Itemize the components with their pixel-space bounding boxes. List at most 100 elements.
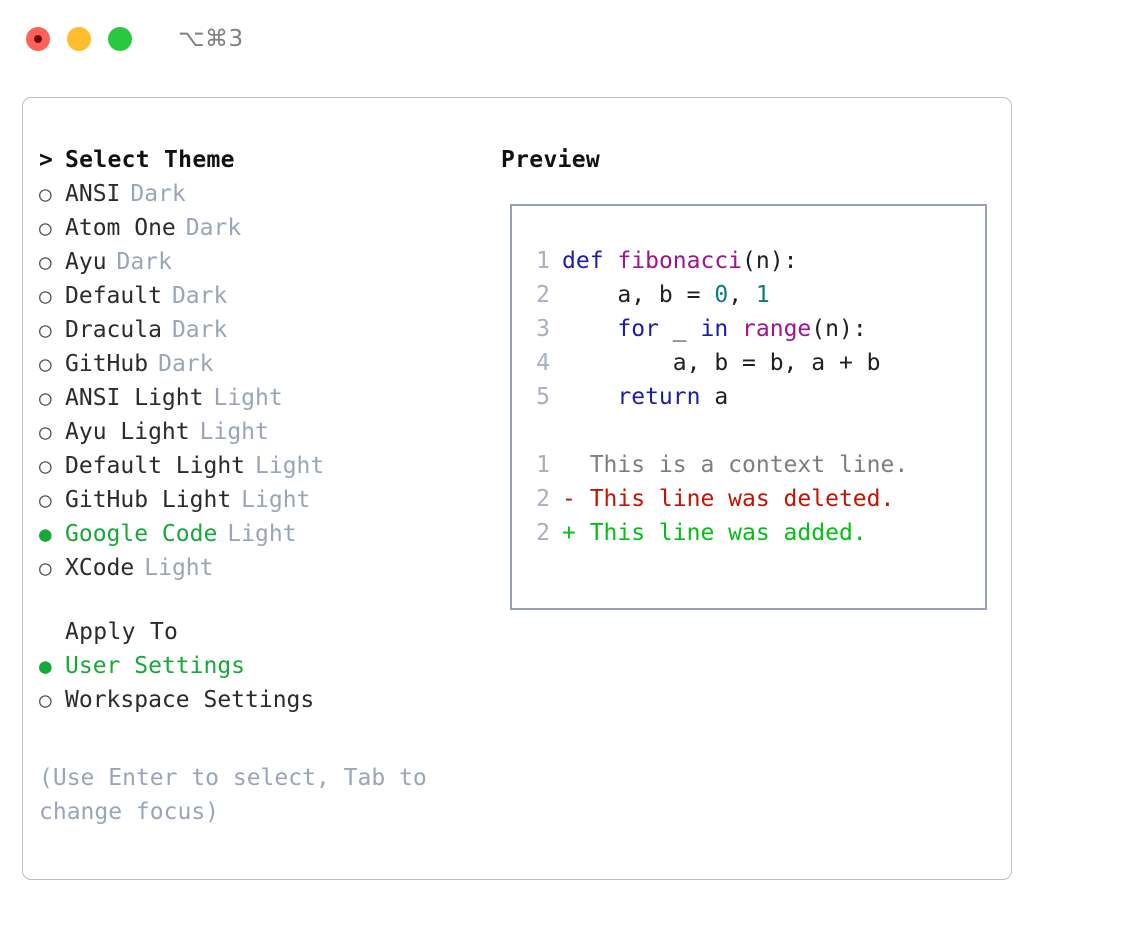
code-line: 4 a, b = b, a + b	[524, 350, 977, 384]
diff-sample: 1 This is a context line.2- This line wa…	[524, 452, 977, 554]
theme-name-label: Google Code	[65, 521, 218, 547]
theme-variant-badge: Light	[144, 555, 214, 581]
theme-variant-badge: Dark	[130, 181, 186, 207]
theme-name-label: Atom One	[65, 215, 176, 241]
radio-unselected-icon: ○	[39, 216, 52, 240]
theme-name-label: Ayu Light	[65, 419, 190, 445]
code-text: _	[658, 316, 701, 342]
code-keyword: in	[700, 316, 729, 342]
radio-unselected-icon: ○	[39, 250, 52, 274]
code-number: 0	[714, 282, 729, 308]
close-button[interactable]	[26, 27, 50, 51]
code-text	[604, 248, 618, 274]
page-title: Select Theme	[65, 147, 235, 173]
code-text: (n):	[742, 248, 798, 274]
theme-list-item[interactable]: ○ Default Light Light	[39, 453, 479, 487]
theme-variant-badge: Light	[227, 521, 297, 547]
minimize-button[interactable]	[67, 27, 91, 51]
theme-list-item[interactable]: ○ XCode Light	[39, 555, 479, 589]
radio-unselected-icon: ○	[39, 352, 52, 376]
code-keyword: return	[617, 384, 701, 410]
diff-line-context: 1 This is a context line.	[524, 452, 977, 486]
theme-variant-badge: Light	[199, 419, 269, 445]
theme-variant-badge: Light	[241, 487, 311, 513]
keyboard-hint-text: (Use Enter to select, Tab to change focu…	[39, 765, 427, 825]
radio-selected-icon: ●	[39, 522, 52, 546]
code-text: a	[700, 384, 729, 410]
theme-name-label: Default Light	[65, 453, 246, 479]
apply-to-list: ●User Settings○Workspace Settings	[39, 653, 479, 721]
theme-name-label: GitHub	[65, 351, 149, 377]
radio-unselected-icon: ○	[39, 318, 52, 342]
code-keyword: for	[617, 316, 659, 342]
theme-name-label: Ayu	[65, 249, 107, 275]
theme-name-label: GitHub Light	[65, 487, 232, 513]
apply-to-option[interactable]: ●User Settings	[39, 653, 479, 687]
line-number: 1	[536, 452, 550, 478]
theme-list-item[interactable]: ○ Atom One Dark	[39, 215, 479, 249]
preview-title: Preview	[501, 147, 601, 173]
line-number: 5	[536, 384, 550, 410]
line-number: 2	[536, 520, 550, 546]
theme-variant-badge: Dark	[185, 215, 242, 241]
theme-variant-badge: Dark	[171, 317, 228, 343]
preview-column: Preview	[501, 147, 997, 181]
code-number: 1	[755, 282, 770, 308]
radio-unselected-icon: ○	[39, 284, 52, 308]
prompt-caret-icon: >	[39, 147, 53, 173]
code-line: 3 for _ in range(n):	[524, 316, 977, 350]
apply-to-heading: Apply To	[65, 619, 179, 645]
theme-list-item[interactable]: ○ GitHub Dark	[39, 351, 479, 385]
theme-list-item[interactable]: ● Google Code Light	[39, 521, 479, 555]
code-keyword: def	[562, 248, 604, 274]
keyboard-shortcut-label: ⌥⌘3	[178, 26, 244, 52]
code-line: 1 def fibonacci(n):	[524, 248, 977, 282]
apply-to-heading-row: ○ Apply To	[39, 619, 479, 653]
spacer-icon: ○	[39, 622, 65, 643]
theme-name-label: ANSI Light	[65, 385, 204, 411]
line-number: 2	[536, 282, 550, 308]
code-text: a, b = b, a + b	[562, 350, 881, 376]
radio-unselected-icon: ○	[39, 454, 52, 478]
theme-list-item[interactable]: ○ Ayu Light Light	[39, 419, 479, 453]
code-line: 5 return a	[524, 384, 977, 418]
line-number: 3	[536, 316, 550, 342]
code-text	[728, 316, 742, 342]
title-bar: ⌥⌘3	[0, 0, 1140, 78]
code-text	[562, 384, 617, 410]
diff-line-deleted: 2 - This line was deleted.	[524, 486, 977, 520]
theme-list-item[interactable]: ○ ANSI Dark	[39, 181, 479, 215]
diff-line-text: - This line was deleted.	[562, 486, 895, 512]
diff-line-added: 2+ This line was added.	[524, 520, 977, 554]
theme-variant-badge: Light	[213, 385, 283, 411]
line-number: 1	[536, 248, 550, 274]
radio-unselected-icon: ○	[39, 556, 52, 580]
zoom-button[interactable]	[108, 27, 132, 51]
theme-variant-badge: Light	[255, 453, 325, 479]
theme-name-label: Default	[65, 283, 162, 309]
code-text: a, b =	[562, 282, 715, 308]
apply-to-label: Workspace Settings	[65, 687, 315, 713]
code-text: (n):	[811, 316, 867, 342]
theme-variant-badge: Dark	[158, 351, 214, 377]
code-function-name: fibonacci	[617, 248, 743, 274]
radio-unselected-icon: ○	[39, 420, 52, 444]
line-number: 2	[536, 486, 550, 512]
apply-to-option[interactable]: ○Workspace Settings	[39, 687, 479, 721]
theme-name-label: XCode	[65, 555, 135, 581]
radio-unselected-icon: ○	[39, 182, 52, 206]
radio-unselected-icon: ○	[39, 488, 52, 512]
line-number: 4	[536, 350, 550, 376]
theme-list-item[interactable]: ○ GitHub Light Light	[39, 487, 479, 521]
theme-name-label: ANSI	[65, 181, 121, 207]
diff-line-text: This is a context line.	[562, 452, 909, 478]
